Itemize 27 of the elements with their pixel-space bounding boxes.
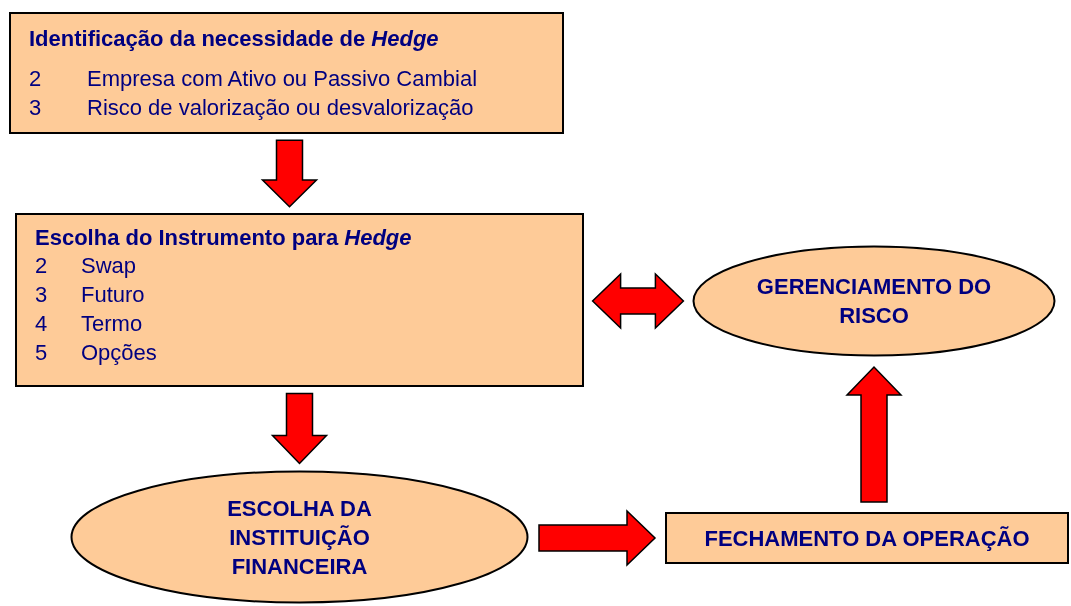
- list-number: 3: [29, 94, 43, 122]
- list-number: 3: [35, 281, 49, 309]
- ellipse-node: [70, 470, 529, 604]
- process-box: [9, 12, 564, 134]
- list-item: Empresa com Ativo ou Passivo Cambial: [87, 65, 478, 93]
- block-arrow: [270, 392, 329, 465]
- process-box: [665, 512, 1069, 564]
- list-number: 5: [35, 339, 49, 367]
- list-number: 2: [35, 252, 49, 280]
- box-heading: Escolha do Instrumento para Hedge: [35, 225, 413, 251]
- box-heading: Identificação da necessidade de Hedge: [29, 26, 440, 52]
- list-item: Futuro: [81, 281, 146, 309]
- block-arrow: [845, 365, 903, 503]
- double-block-arrow: [591, 272, 685, 330]
- node-label: ESCOLHA DA INSTITUIÇÃO FINANCEIRA: [226, 494, 373, 581]
- list-item: Termo: [81, 310, 144, 338]
- node-label: GERENCIAMENTO DO RISCO: [755, 273, 993, 330]
- list-number: 4: [35, 310, 49, 338]
- list-item: Opções: [81, 339, 157, 367]
- block-arrow: [538, 509, 657, 567]
- node-label: FECHAMENTO DA OPERAÇÃO: [704, 524, 1030, 553]
- list-number: 2: [29, 65, 43, 93]
- process-box: [15, 213, 584, 387]
- list-item: Swap: [81, 252, 138, 280]
- list-item: Risco de valorização ou desvalorização: [87, 94, 475, 122]
- ellipse-node: [692, 245, 1056, 357]
- block-arrow: [260, 139, 319, 208]
